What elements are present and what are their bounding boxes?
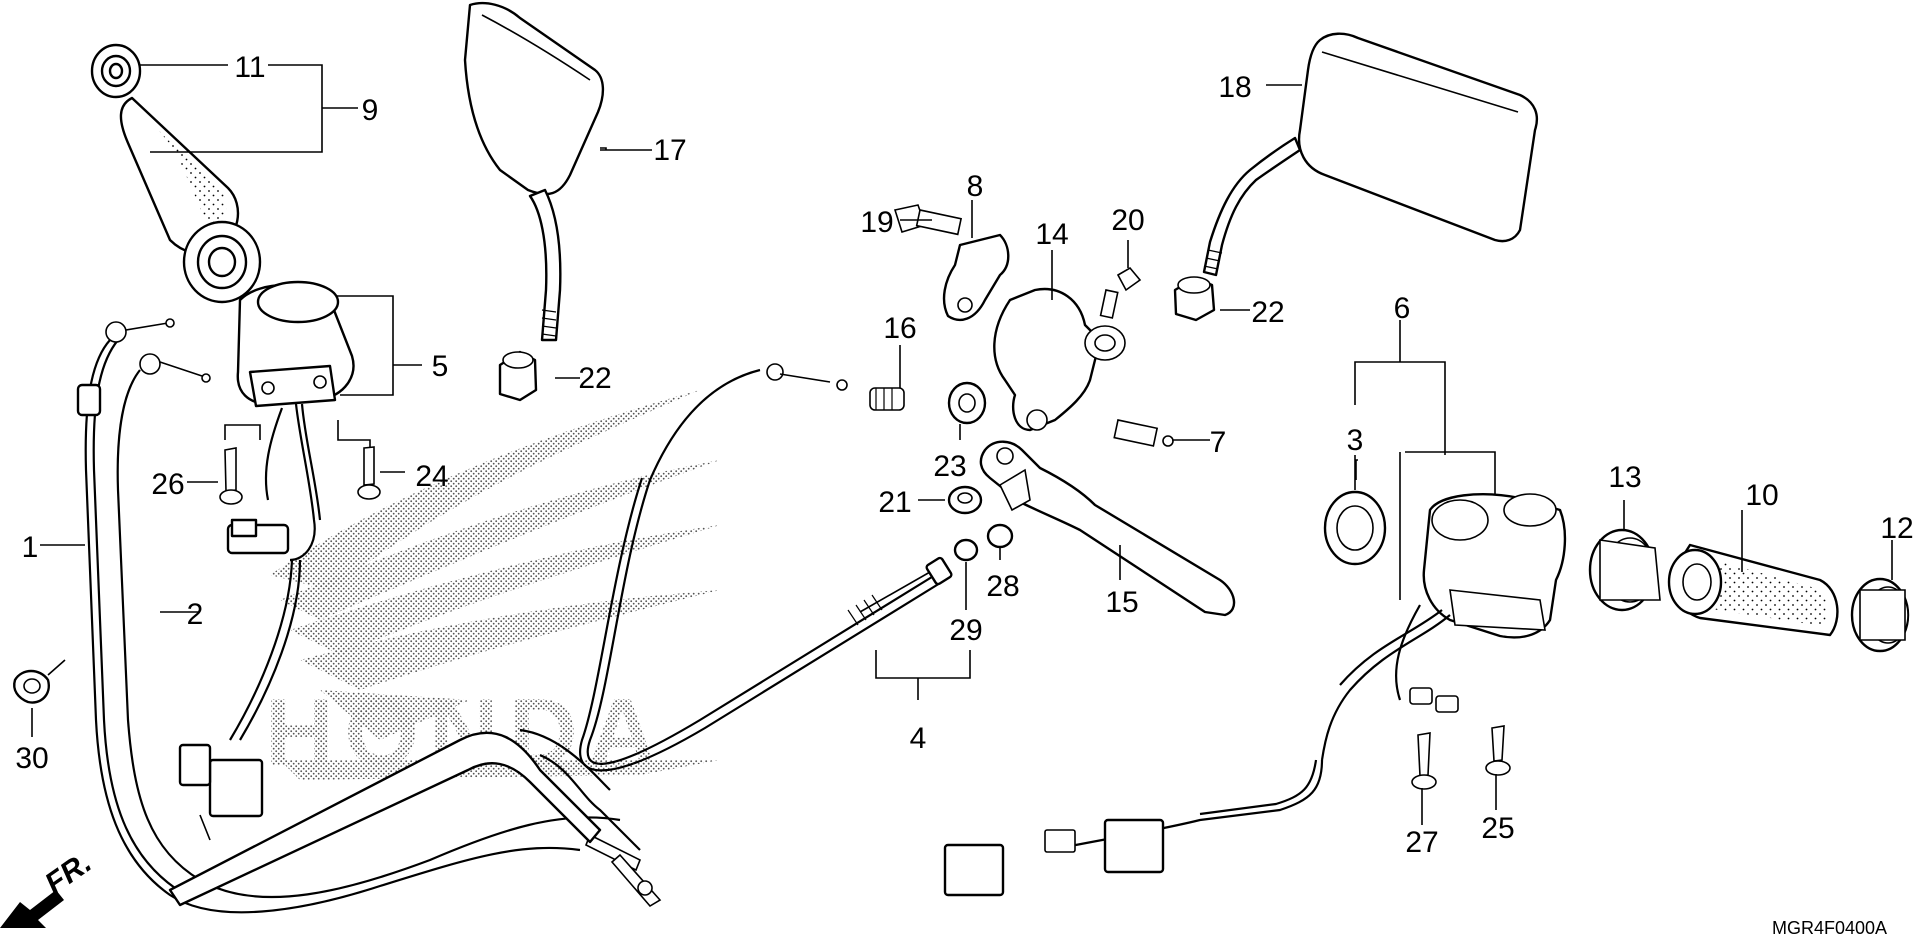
callout-16: 16 — [883, 312, 916, 345]
callout-6: 6 — [1394, 292, 1411, 325]
right-grip-10 — [1667, 543, 1839, 637]
callout-30: 30 — [15, 742, 48, 775]
left-switch-housing — [236, 280, 355, 562]
clutch-lever-15 — [979, 440, 1236, 617]
left-switch-harness — [178, 518, 302, 841]
callout-29: 29 — [949, 614, 982, 647]
callout-15: 15 — [1105, 586, 1138, 619]
right-switch-harness — [943, 759, 1324, 897]
nut-28 — [986, 523, 1014, 549]
screws-24-26 — [219, 446, 381, 505]
left-mirror — [463, 1, 605, 342]
fr-label: FR. — [39, 846, 98, 901]
pivot-bolt-21 — [947, 485, 983, 515]
front-direction-marker: FR. — [0, 846, 98, 928]
callout-4: 4 — [910, 722, 927, 755]
left-grip-assembly — [90, 43, 262, 304]
callout-17: 17 — [653, 134, 686, 167]
callout-21: 21 — [878, 486, 911, 519]
callout-8: 8 — [967, 170, 984, 203]
lever-holder-8 — [942, 233, 1010, 321]
mirror-nut-left — [498, 350, 538, 402]
adjuster-16 — [869, 387, 905, 411]
drawing-code: MGR4F0400A — [1772, 918, 1887, 935]
callout-26: 26 — [151, 468, 184, 501]
clutch-cable — [579, 363, 953, 772]
clip-30 — [13, 659, 66, 704]
callout-19: 19 — [860, 206, 893, 239]
locknut-23 — [947, 381, 987, 425]
callout-22: 22 — [578, 362, 611, 395]
right-switch-housing-6 — [1320, 493, 1567, 761]
callout-3: 3 — [1347, 424, 1364, 457]
clutch-lever-bracket-14 — [993, 287, 1126, 432]
callout-9: 9 — [362, 94, 379, 127]
honda-wing-watermark — [270, 390, 720, 780]
callout-5: 5 — [432, 350, 449, 383]
callout-23: 23 — [933, 450, 966, 483]
callout-20: 20 — [1111, 204, 1144, 237]
handlebar — [168, 728, 641, 907]
grip-end-12 — [1850, 577, 1910, 653]
callout-10: 10 — [1745, 479, 1778, 512]
switch-7 — [1113, 419, 1174, 447]
leader-lines — [31, 64, 1893, 825]
right-mirror — [1202, 32, 1539, 277]
callout-14: 14 — [1035, 218, 1068, 251]
mirror-nut-right — [1173, 276, 1216, 322]
callout-22: 22 — [1251, 296, 1284, 329]
callout-24: 24 — [415, 460, 448, 493]
callout-2: 2 — [187, 598, 204, 631]
guide-3 — [1323, 490, 1387, 566]
callout-12: 12 — [1880, 512, 1913, 545]
screws-25-27 — [1411, 725, 1511, 790]
callout-11: 11 — [234, 51, 265, 84]
screw-20 — [1099, 266, 1142, 319]
callout-28: 28 — [986, 570, 1019, 603]
throttle-cable-1 — [76, 318, 581, 914]
washer-29 — [953, 538, 979, 562]
callout-1: 1 — [22, 531, 39, 564]
callout-25: 25 — [1481, 812, 1514, 845]
callout-18: 18 — [1218, 71, 1251, 104]
callout-7: 7 — [1210, 426, 1227, 459]
callout-13: 13 — [1608, 461, 1641, 494]
bolt-19 — [893, 204, 963, 236]
grip-cover-13 — [1588, 528, 1661, 612]
callout-27: 27 — [1405, 826, 1438, 859]
